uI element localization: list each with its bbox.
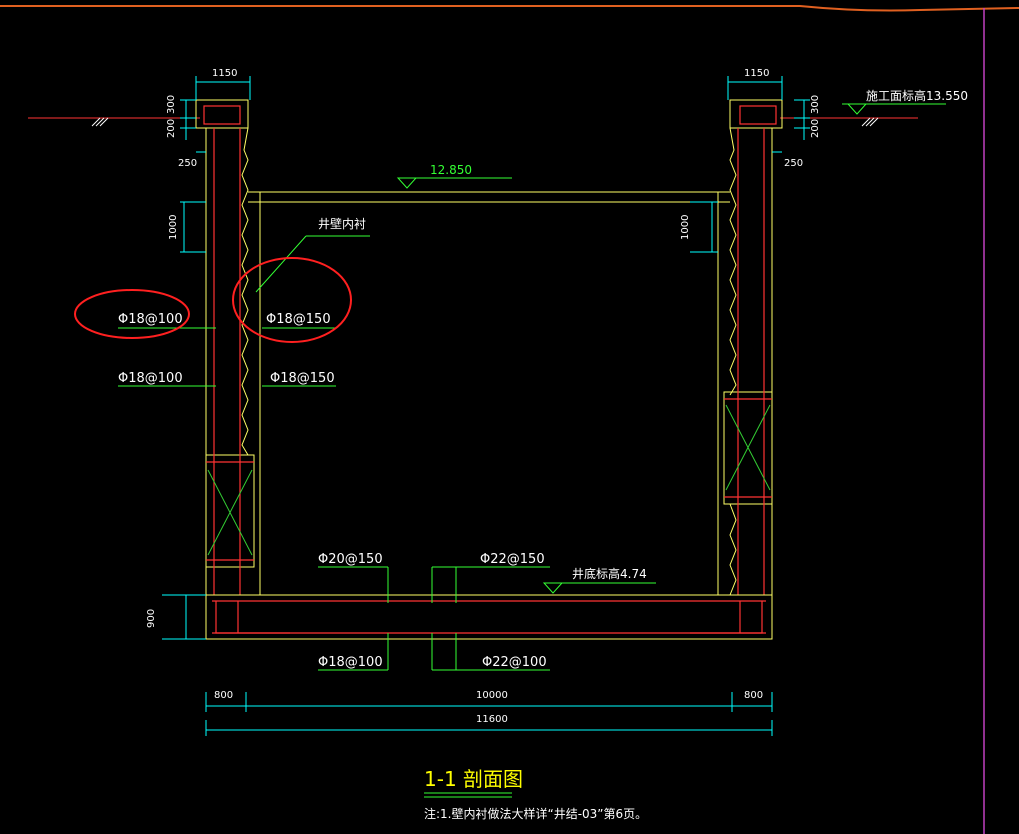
ground-hatch-right-icon — [861, 117, 879, 127]
dimension-lines — [162, 76, 810, 736]
dim-base-total-11600: 11600 — [476, 714, 508, 725]
right-wall — [717, 99, 783, 596]
annotation-circle-right — [232, 257, 352, 343]
right-wall-cross — [725, 404, 771, 491]
rebar-bottom-top-right: Φ22@150 — [480, 552, 545, 567]
dim-right-300: 300 — [810, 95, 821, 114]
dim-left-250: 250 — [178, 158, 197, 169]
rebar-left-inner-upper: Φ18@150 — [266, 312, 331, 327]
dim-right-200: 200 — [810, 119, 821, 138]
annotation-circle-left — [74, 289, 190, 339]
left-wall-cap-rebar — [203, 105, 254, 595]
rebar-left-inner-lower: Φ18@150 — [270, 371, 335, 386]
dim-base-left-800: 800 — [214, 690, 233, 701]
left-wall — [195, 99, 261, 595]
right-wall-cap-rebar — [724, 105, 777, 595]
drawing-note: 注:1.壁内衬做法大样详“井结-03”第6页。 — [424, 806, 647, 821]
dim-base-right-800: 800 — [744, 690, 763, 701]
dim-left-top-width: 1150 — [212, 68, 237, 79]
elevation-construction-surface: 施工面标高13.550 — [866, 88, 968, 103]
rebar-bottom-bot-right: Φ22@100 — [482, 655, 547, 670]
base-slab-rebar — [212, 600, 766, 634]
elevation-top-slab: 12.850 — [430, 163, 472, 177]
dim-right-1000: 1000 — [680, 215, 691, 240]
dim-base-mid-10000: 10000 — [476, 690, 508, 701]
left-wall-cross — [207, 469, 253, 556]
elevation-bottom: 井底标高4.74 — [572, 566, 647, 581]
rebar-bottom-top-left: Φ20@150 — [318, 552, 383, 567]
rebar-left-outer-upper: Φ18@100 — [118, 312, 183, 327]
base-slab — [205, 594, 773, 640]
label-inner-lining: 井壁内衬 — [318, 216, 366, 231]
drawing-title: 1-1 剖面图 — [424, 767, 523, 791]
ground-hatch-left-icon — [91, 117, 109, 127]
rebar-left-outer-lower: Φ18@100 — [118, 371, 183, 386]
dim-base-900: 900 — [146, 609, 157, 628]
leader-lines — [118, 103, 946, 671]
rebar-bottom-bot-left: Φ18@100 — [318, 655, 383, 670]
dim-right-top-width: 1150 — [744, 68, 769, 79]
dim-left-1000: 1000 — [168, 215, 179, 240]
dim-right-250: 250 — [784, 158, 803, 169]
top-border-line — [0, 5, 1019, 12]
elevation-marker-icons — [396, 103, 868, 594]
dim-left-200: 200 — [166, 119, 177, 138]
top-slab — [248, 191, 730, 203]
dim-left-300: 300 — [166, 95, 177, 114]
